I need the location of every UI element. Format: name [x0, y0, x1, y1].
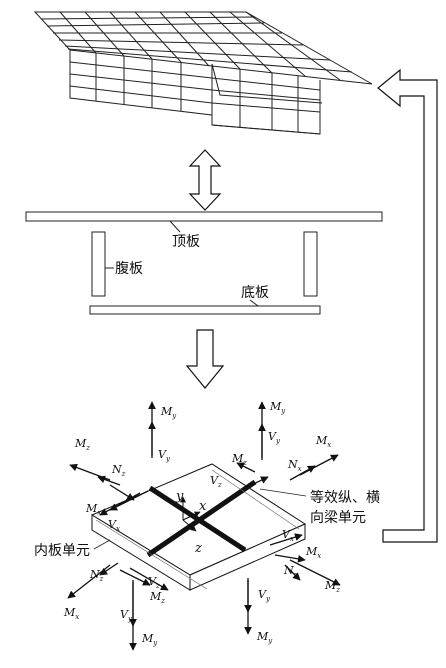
force-label: Mz: [74, 437, 90, 452]
force-label: Vz: [148, 575, 160, 590]
inner-plate-label: 内板单元: [34, 543, 90, 559]
force-label: My: [269, 400, 286, 415]
top-slab-rect: [25, 211, 383, 222]
force-label: Vy: [268, 430, 281, 445]
axis-y-label: y: [175, 489, 184, 504]
right-web-rect: [303, 231, 318, 297]
force-label: My: [160, 405, 177, 420]
force-label: Mx: [305, 545, 321, 560]
section-components: [25, 211, 383, 315]
force-labels: My Mz Vy Nz Mx Vx My Vy Mx Mz Nx Vz Vx M…: [63, 400, 340, 647]
force-label: My: [256, 630, 273, 645]
return-arrow-icon: [377, 68, 438, 543]
box-girder-mesh: [33, 11, 373, 135]
axis-z-label: z: [194, 541, 202, 556]
force-label: Mz: [231, 452, 247, 467]
force-label: Mx: [85, 502, 101, 517]
force-label: Nx: [287, 458, 302, 473]
force-label: Mz: [149, 590, 165, 605]
force-label: Mz: [324, 579, 340, 594]
plate-element: [90, 463, 307, 591]
force-arrows: [67, 401, 341, 651]
top-slab-label: 顶板: [172, 234, 200, 250]
force-label: Nz: [89, 568, 104, 583]
bottom-slab-rect: [89, 305, 321, 315]
equivalent-beam-label-line1: 等效纵、横: [310, 489, 380, 506]
force-label: Mx: [63, 606, 79, 621]
down-arrow-icon: [185, 329, 225, 389]
bottom-slab-label: 底板: [241, 285, 269, 301]
force-label: Nz: [283, 564, 298, 579]
web-label: 腹板: [115, 260, 143, 277]
force-label: Vy: [258, 588, 271, 603]
equivalent-beam-label-line2: 向梁单元: [310, 510, 366, 526]
force-label: My: [141, 632, 158, 647]
left-web-rect: [91, 231, 106, 297]
force-label: Vx: [282, 528, 294, 543]
axis-x-label: x: [199, 499, 207, 514]
force-label: Nz: [111, 463, 126, 478]
force-label: Mx: [315, 434, 331, 449]
force-label: Vy: [158, 448, 171, 463]
force-label: Vx: [108, 518, 120, 533]
force-label: Vz: [210, 474, 222, 489]
double-arrow-icon: [188, 149, 222, 211]
force-label: Vy: [120, 608, 133, 623]
